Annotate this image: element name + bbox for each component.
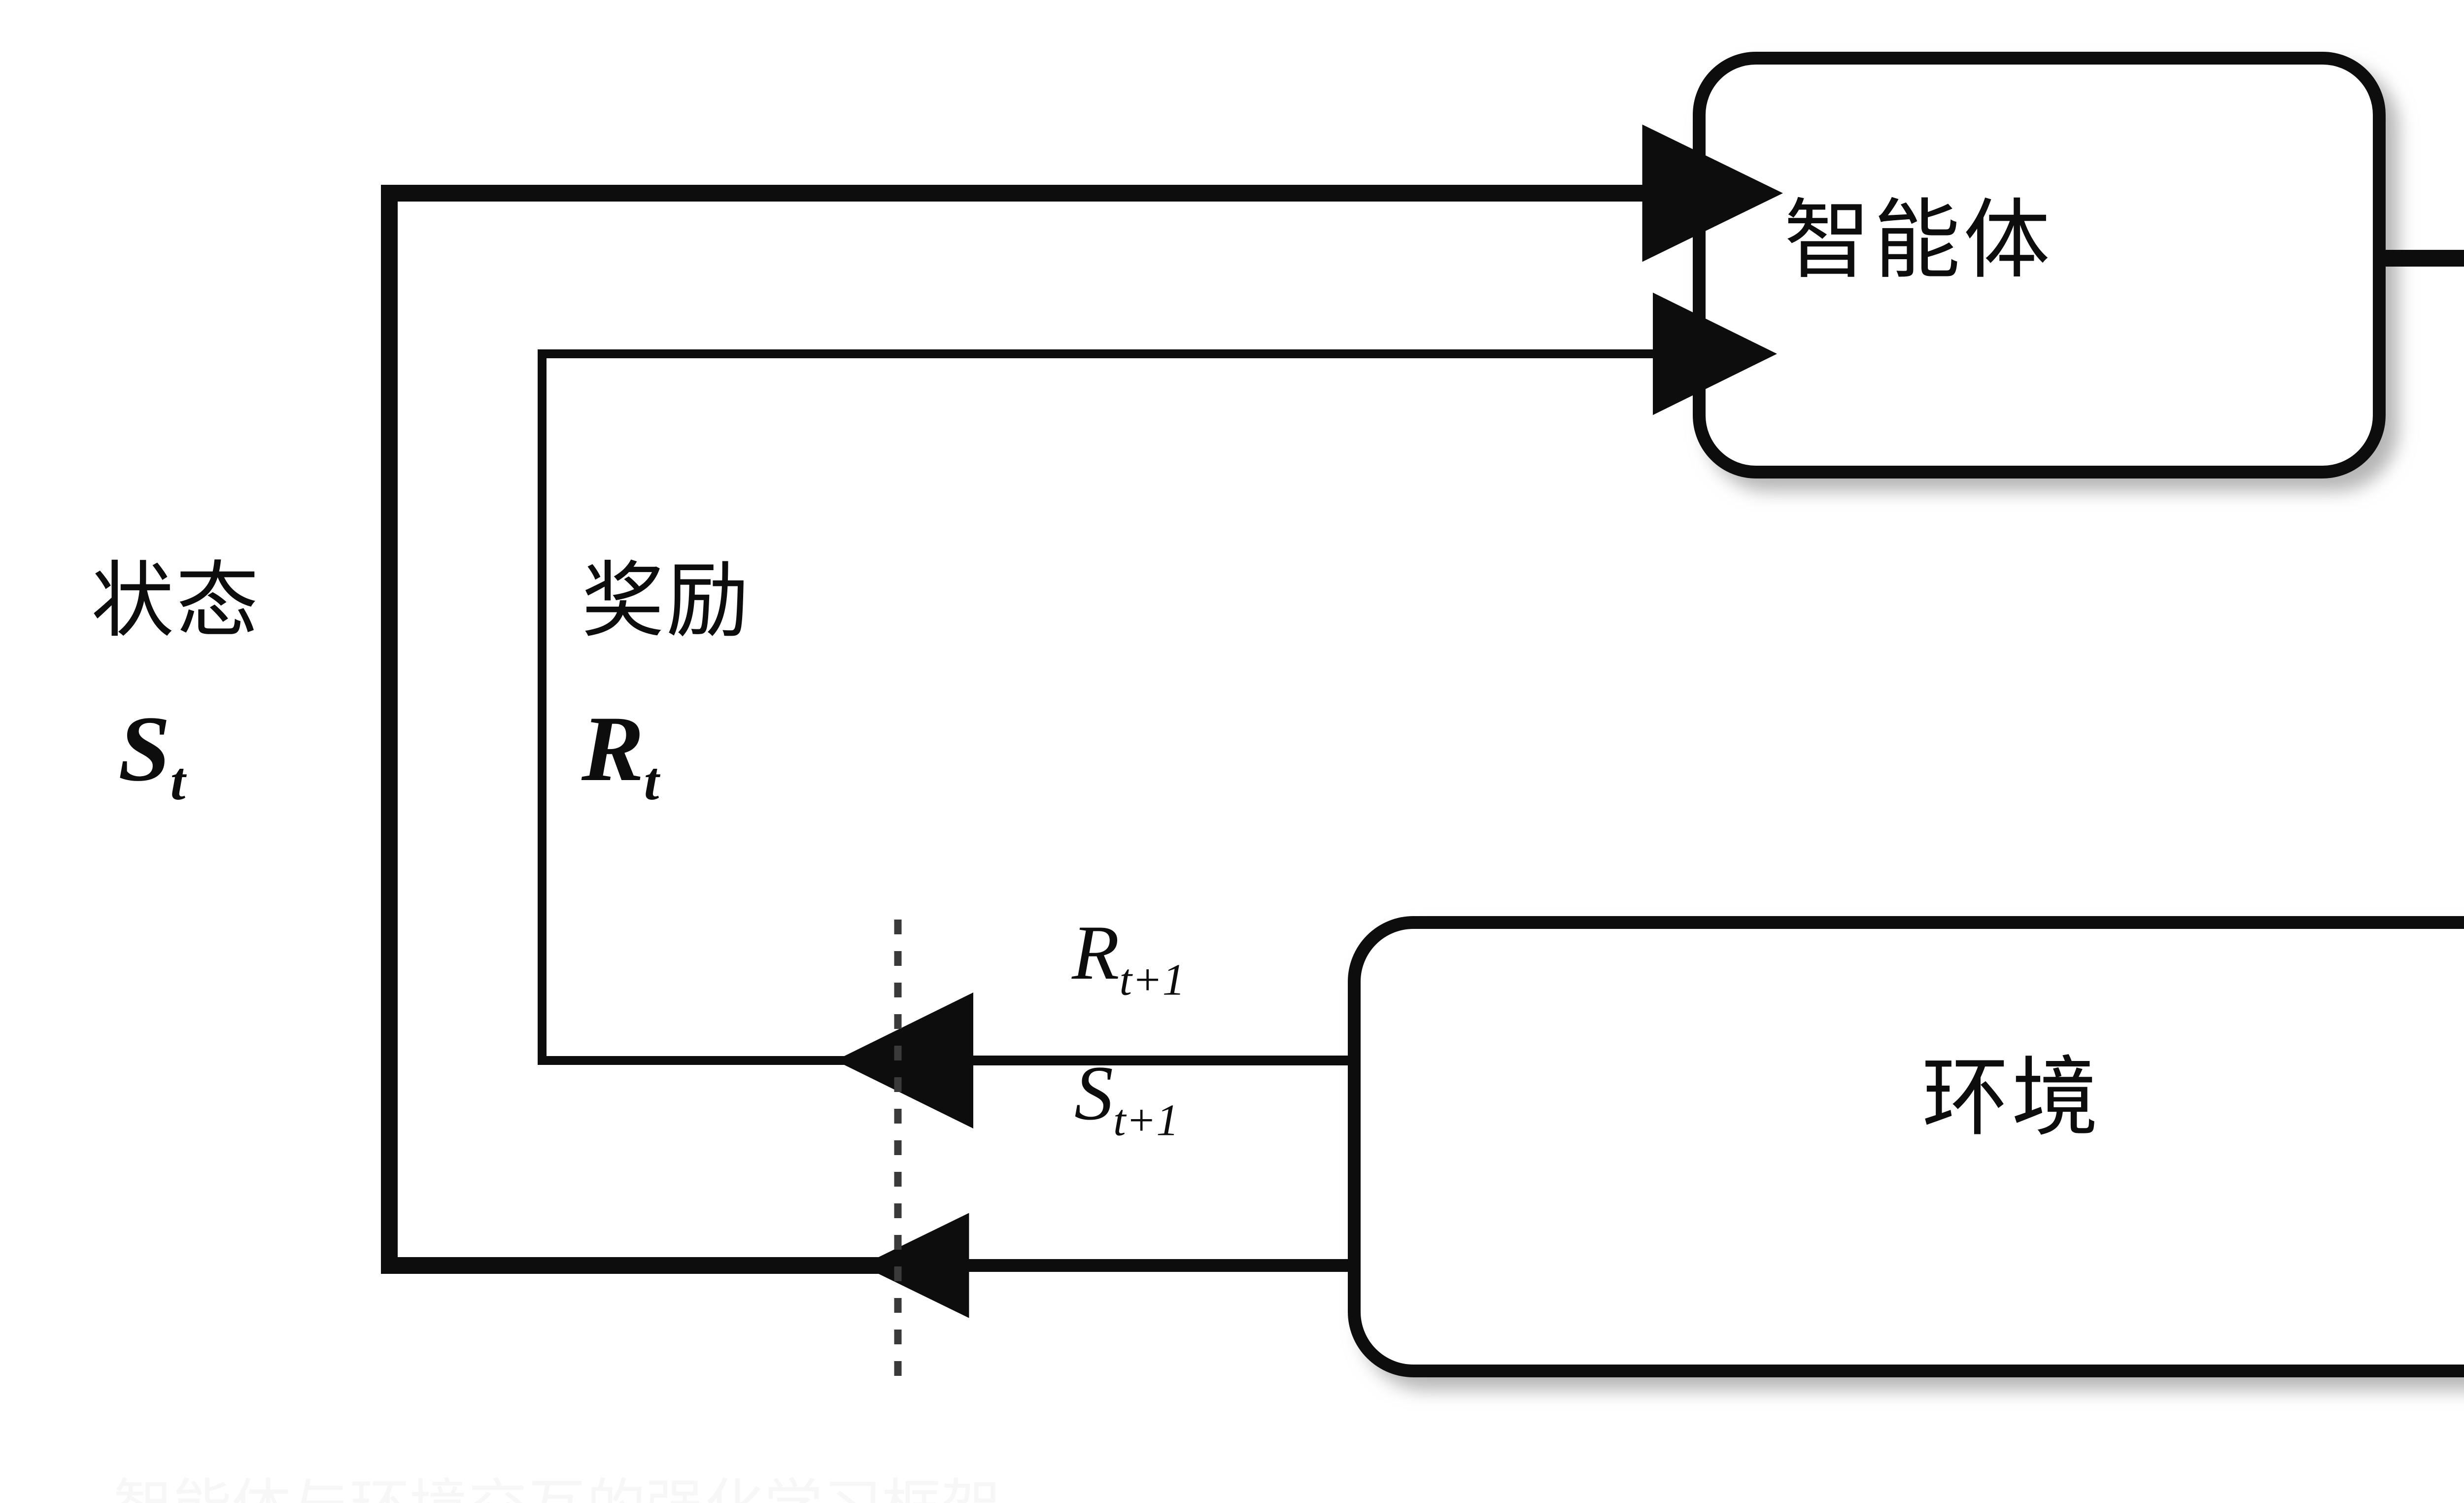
state-arrow <box>381 124 1783 1274</box>
state-symbol-label: St <box>118 702 185 808</box>
environment-label: 环境 <box>1922 1047 2102 1148</box>
reward-word-label: 奖励 <box>582 552 751 649</box>
state-next-base: S <box>1074 1050 1113 1136</box>
state-symbol-subscript: t <box>170 751 186 811</box>
reward-next-base: R <box>1072 910 1120 996</box>
reward-flow-path <box>538 292 1777 1065</box>
state-word-label: 状态 <box>91 552 261 649</box>
state-symbol-base: S <box>118 697 171 801</box>
state-next-label: St+1 <box>1074 1055 1179 1143</box>
state-flow-path <box>381 124 1783 1274</box>
environment-box[interactable] <box>1348 916 2464 1377</box>
reward-symbol-label: Rt <box>582 702 659 808</box>
reward-next-subscript: t+1 <box>1119 954 1185 1005</box>
reward-symbol-base: R <box>582 697 644 801</box>
reward-next-label: Rt+1 <box>1072 914 1185 1002</box>
figure-caption: 智能体与环境交互的强化学习框架 <box>113 1459 1000 1503</box>
reward-symbol-subscript: t <box>644 751 659 811</box>
reward-arrow <box>538 292 1777 1065</box>
environment-node[interactable] <box>1348 916 2464 1377</box>
state-next-subscript: t+1 <box>1113 1094 1179 1145</box>
agent-label: 智能体 <box>1784 190 2053 291</box>
